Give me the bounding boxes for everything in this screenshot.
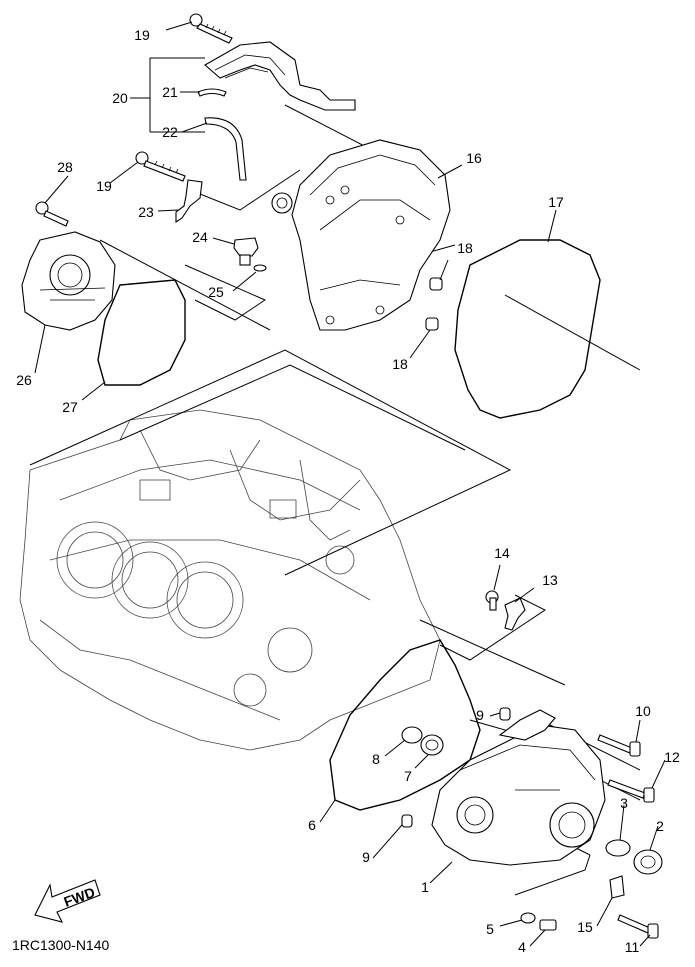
gasket-27 <box>97 279 186 386</box>
callout-5: 5 <box>486 921 494 937</box>
crankcase <box>19 409 441 751</box>
bolt-19-top <box>189 13 233 44</box>
callout-10: 10 <box>635 703 651 719</box>
gasket-17 <box>454 239 601 419</box>
clip-21 <box>197 88 227 97</box>
callout-3: 3 <box>620 795 628 811</box>
seal-7 <box>420 734 444 756</box>
dowel-9a <box>499 707 511 721</box>
bolt-12 <box>607 779 655 803</box>
washer-5 <box>520 912 536 924</box>
callout-21: 21 <box>162 84 178 100</box>
callout-15: 15 <box>577 919 593 935</box>
gasket-6 <box>329 639 481 811</box>
fwd-arrow: FWD <box>34 879 101 923</box>
callout-2: 2 <box>656 818 664 834</box>
bolt-14 <box>485 590 499 611</box>
callout-18a: 18 <box>457 240 473 256</box>
clamp-15 <box>609 875 625 899</box>
callout-13: 13 <box>542 572 558 588</box>
cover-26 <box>21 231 116 331</box>
pipe-22 <box>204 117 247 181</box>
dowel-9b <box>401 814 413 828</box>
dowel-18b <box>425 317 439 331</box>
callout-labels: 19 20 21 22 19 23 28 16 17 18 18 24 25 2… <box>16 27 680 955</box>
ring-8 <box>401 726 423 744</box>
callout-28: 28 <box>57 159 73 175</box>
cover-1 <box>431 709 606 866</box>
diagram-code: 1RC1300-N140 <box>12 937 109 953</box>
callout-25: 25 <box>208 284 224 300</box>
sensor-24 <box>233 237 259 266</box>
o-ring-3 <box>605 839 631 857</box>
crankcase-cover-16 <box>271 139 451 331</box>
o-ring-25 <box>253 264 267 272</box>
callout-8: 8 <box>372 751 380 767</box>
callout-9b: 9 <box>362 849 370 865</box>
holder-23 <box>175 179 203 224</box>
dowel-18a <box>429 277 443 291</box>
callout-16: 16 <box>466 150 482 166</box>
callout-9a: 9 <box>476 707 484 723</box>
callout-leaders <box>34 21 666 947</box>
callout-23: 23 <box>138 204 154 220</box>
callout-26: 26 <box>16 372 32 388</box>
bolt-10 <box>597 734 641 757</box>
callout-20: 20 <box>112 90 128 106</box>
callout-14: 14 <box>494 545 510 561</box>
callout-12: 12 <box>664 749 680 765</box>
bolt-28 <box>35 201 69 227</box>
plug-2 <box>633 849 663 875</box>
bolt-11 <box>617 914 659 939</box>
callout-19b: 19 <box>96 178 112 194</box>
callout-4: 4 <box>518 939 526 955</box>
callout-18b: 18 <box>392 356 408 372</box>
callout-22: 22 <box>162 124 178 140</box>
callout-19a: 19 <box>134 27 150 43</box>
oil-pipe-cover-bracket <box>204 41 356 111</box>
bolt-19-mid <box>135 151 186 182</box>
holder-13 <box>504 597 526 631</box>
callout-7: 7 <box>404 768 412 784</box>
fwd-label: FWD <box>62 884 97 910</box>
callout-17: 17 <box>548 194 564 210</box>
callout-6: 6 <box>308 817 316 833</box>
callout-1: 1 <box>421 879 429 895</box>
callout-27: 27 <box>62 399 78 415</box>
bolt-4 <box>539 919 557 931</box>
callout-11: 11 <box>625 939 640 955</box>
callout-24: 24 <box>192 229 208 245</box>
